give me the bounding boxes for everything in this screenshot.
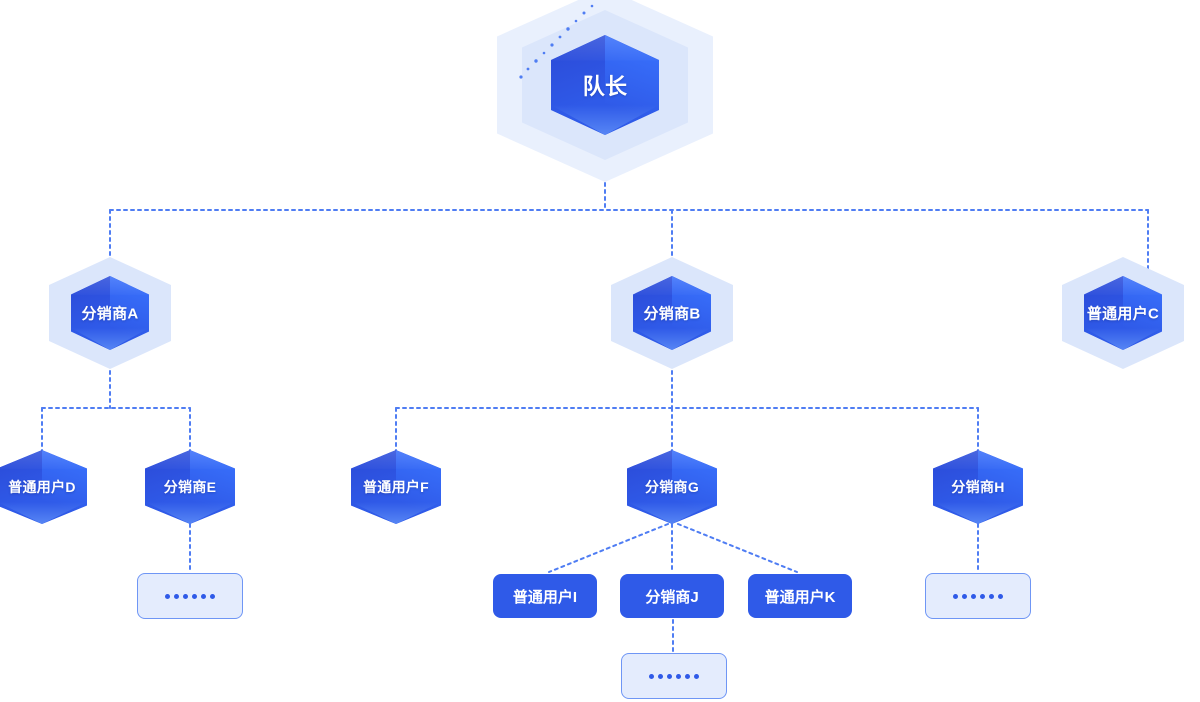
- hex-core: [933, 450, 1023, 524]
- hex-core: [627, 450, 717, 524]
- node-more-under-e[interactable]: [137, 573, 243, 619]
- hex-core: [145, 450, 235, 524]
- node-distributor-e[interactable]: 分销商E: [140, 437, 240, 537]
- cube-face-bottom: [0, 501, 87, 524]
- node-more-under-h[interactable]: [925, 573, 1031, 619]
- node-more-under-j[interactable]: [621, 653, 727, 699]
- node-distributor-h[interactable]: 分销商H: [928, 437, 1028, 537]
- node-distributor-g[interactable]: 分销商G: [622, 437, 722, 537]
- edge-G-I: [548, 523, 669, 573]
- node-user-c[interactable]: 普通用户C: [1048, 238, 1198, 388]
- node-user-i[interactable]: 普通用户I: [493, 574, 597, 618]
- ellipsis-dots: [649, 673, 699, 679]
- ellipsis-dots: [953, 593, 1003, 599]
- ellipsis-dots: [165, 593, 215, 599]
- node-user-k[interactable]: 普通用户K: [748, 574, 852, 618]
- hex-core: [351, 450, 441, 524]
- node-distributor-a[interactable]: 分销商A: [35, 238, 185, 388]
- cube-face-bottom: [351, 501, 441, 524]
- node-captain[interactable]: 队长: [497, 0, 713, 193]
- node-user-d[interactable]: 普通用户D: [0, 437, 92, 537]
- cube-face-bottom: [145, 501, 235, 524]
- node-user-f[interactable]: 普通用户F: [346, 437, 446, 537]
- edge-G-K: [677, 523, 798, 573]
- node-distributor-b[interactable]: 分销商B: [597, 238, 747, 388]
- cube-face-bottom: [933, 501, 1023, 524]
- node-distributor-j[interactable]: 分销商J: [620, 574, 724, 618]
- cube-face-bottom: [627, 501, 717, 524]
- hex-core: [0, 450, 87, 524]
